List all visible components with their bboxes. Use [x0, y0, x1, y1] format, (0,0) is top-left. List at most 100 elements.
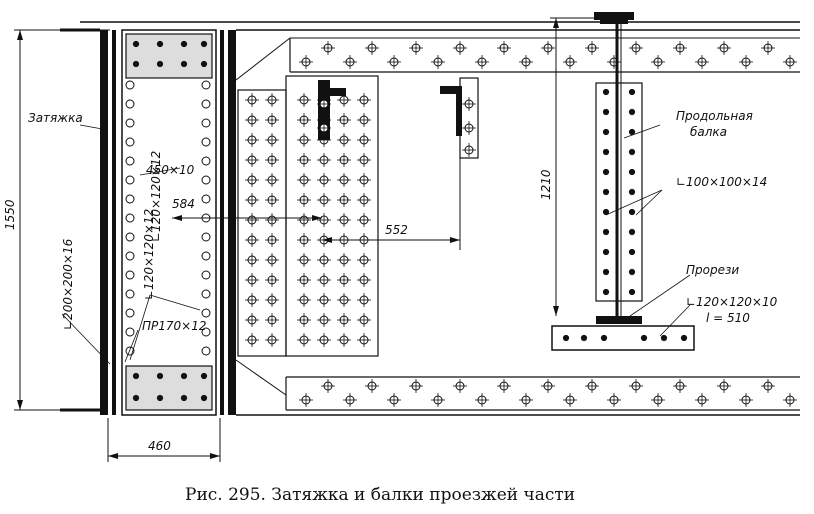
rivet	[125, 232, 135, 242]
rivet	[125, 213, 135, 223]
rivet	[125, 289, 135, 299]
rivet	[602, 288, 610, 296]
rivet	[628, 248, 636, 256]
rivet	[132, 372, 140, 380]
rivet	[201, 270, 211, 280]
rivet	[201, 251, 211, 261]
rivet	[201, 194, 211, 204]
dimension-1550: 1550	[3, 29, 110, 411]
rivet	[628, 208, 636, 216]
label-angle-100: ∟100×100×14	[676, 175, 767, 189]
rivet	[201, 232, 211, 242]
rivet	[628, 88, 636, 96]
label-angle-120-10: ∟120×120×10	[686, 295, 778, 309]
rivet	[125, 251, 135, 261]
lower-chord	[235, 359, 800, 416]
rivet	[628, 288, 636, 296]
dimension-552: 552	[322, 150, 461, 250]
rivet	[602, 228, 610, 236]
label-length-510: l = 510	[706, 311, 750, 325]
rivet	[628, 268, 636, 276]
rivet	[125, 80, 135, 90]
label-angle-120-12-b: ∟120×120×12	[142, 209, 156, 300]
rivet	[200, 40, 208, 48]
rivet	[201, 137, 211, 147]
rivet	[201, 118, 211, 128]
rivet	[628, 168, 636, 176]
rivet	[660, 334, 668, 342]
dimension-584-text: 584	[172, 197, 195, 211]
label-plate-450: 450×10	[146, 163, 195, 177]
rivet	[201, 308, 211, 318]
rivet	[132, 394, 140, 402]
gusset-plates	[237, 75, 379, 357]
rivet	[580, 334, 588, 342]
rivet	[180, 394, 188, 402]
upper-chord-rivets	[299, 41, 797, 69]
label-longitudinal-1: Продольная	[676, 109, 753, 123]
label-angle-200: ∟200×200×16	[61, 238, 75, 330]
rivet	[200, 372, 208, 380]
label-plate-pr: ПР170×12	[142, 319, 207, 333]
rivet	[628, 188, 636, 196]
end-plate-rivets	[132, 40, 208, 402]
rivet	[156, 394, 164, 402]
gusset-rivet-grid	[245, 93, 371, 347]
dimension-1550-text: 1550	[3, 199, 17, 230]
tie-rivets	[125, 80, 211, 356]
rivet	[628, 108, 636, 116]
rivet	[602, 128, 610, 136]
rivet	[628, 128, 636, 136]
rivet	[562, 334, 570, 342]
rivet	[132, 60, 140, 68]
dimension-1210-text: 1210	[539, 169, 553, 200]
rivet	[200, 394, 208, 402]
rivet	[125, 308, 135, 318]
dimension-1210: 1210	[539, 17, 600, 316]
rivet	[600, 334, 608, 342]
rivet	[125, 118, 135, 128]
rivet	[602, 88, 610, 96]
figure-caption: Рис. 295. Затяжка и балки проезжей части	[185, 485, 575, 505]
rivet	[125, 270, 135, 280]
rivet	[180, 372, 188, 380]
dimension-552-text: 552	[385, 223, 408, 237]
rivet	[602, 188, 610, 196]
longitudinal-beam	[551, 12, 695, 351]
rivet	[680, 334, 688, 342]
rivet	[156, 60, 164, 68]
leader-lines	[61, 124, 691, 365]
rivet	[125, 99, 135, 109]
rivet	[628, 228, 636, 236]
rivet	[125, 175, 135, 185]
rivet	[628, 148, 636, 156]
tie-frame	[60, 28, 236, 416]
dimension-460: 460	[107, 418, 221, 462]
label-angle-120-12: ∟120×120×12	[149, 151, 163, 242]
rivet	[156, 372, 164, 380]
label-tie: Затяжка	[28, 111, 83, 125]
rivet	[602, 268, 610, 276]
label-slots: Прорези	[686, 263, 739, 277]
rivet	[602, 168, 610, 176]
upper-chord	[235, 29, 800, 81]
label-longitudinal-2: балка	[690, 125, 727, 139]
rivet	[125, 137, 135, 147]
rivet	[200, 60, 208, 68]
rivet	[201, 289, 211, 299]
rivet	[602, 108, 610, 116]
rivet	[132, 40, 140, 48]
rivet	[180, 60, 188, 68]
rivet	[201, 327, 211, 337]
rivet	[201, 80, 211, 90]
rivet	[125, 194, 135, 204]
rivet	[201, 156, 211, 166]
rivet	[125, 327, 135, 337]
dimension-584: 584	[172, 197, 322, 221]
lower-chord-rivets	[299, 379, 797, 407]
dimension-460-text: 460	[148, 439, 171, 453]
rivet	[125, 156, 135, 166]
rivet	[602, 248, 610, 256]
rivet	[156, 40, 164, 48]
